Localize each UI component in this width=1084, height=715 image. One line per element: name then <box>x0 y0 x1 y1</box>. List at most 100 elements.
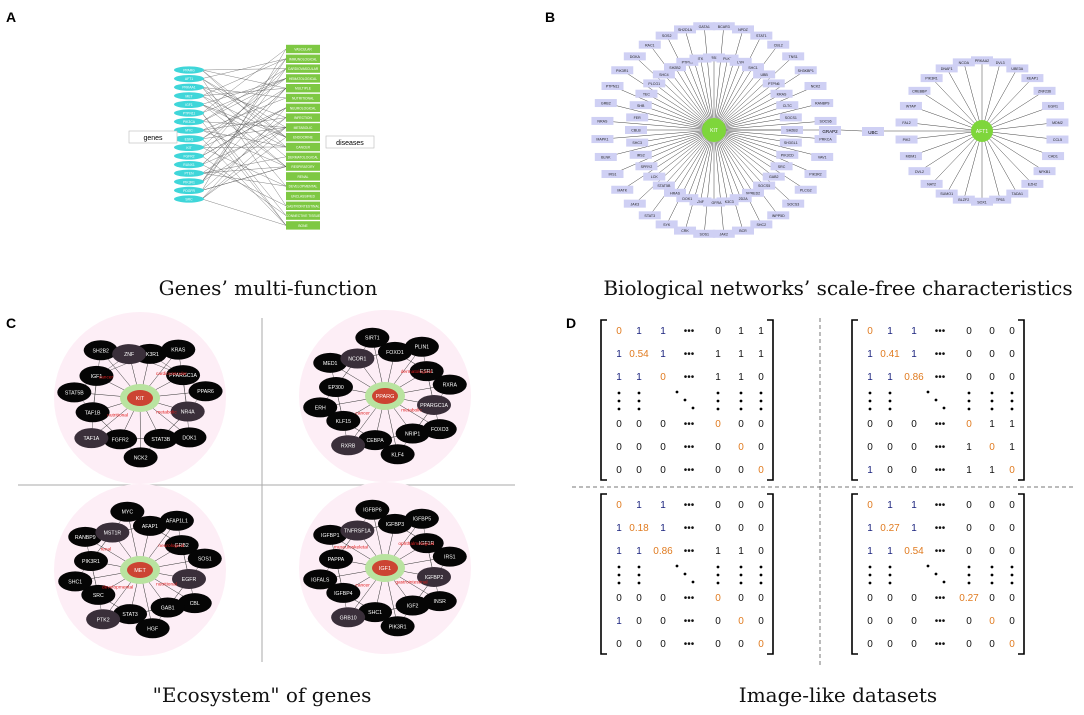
center-gene-label: KIT <box>136 396 145 402</box>
matrix-cell: 0 <box>636 639 642 650</box>
gene-node-label: ESR1 <box>185 137 194 141</box>
matrix-cell: 1 <box>738 326 744 337</box>
matrix-right-bracket <box>1018 319 1025 481</box>
gene-node <box>355 327 390 348</box>
ecosystem: PIK3R1KRASPPARGC1APPAR6NR4ADOK1STAT3BNCK… <box>54 312 226 484</box>
network-node <box>652 181 675 190</box>
disease-category-label: dermatological <box>401 369 432 375</box>
network-node-label: NRAS <box>597 120 608 124</box>
matrix-cell: ••• <box>935 442 946 453</box>
gene-node <box>380 616 415 637</box>
disease-node-label: IMMUNOLOGICAL <box>289 57 317 61</box>
matrix-ellipsis-dot <box>759 565 763 569</box>
network-node <box>626 138 649 147</box>
matrix-ellipsis-dot <box>716 399 720 403</box>
matrix-cell: 0 <box>867 500 873 511</box>
matrix-cell: 1 <box>1009 419 1015 430</box>
network-node-label: SPRY2 <box>641 165 653 169</box>
matrix-cell: 0 <box>758 465 764 476</box>
bipartite-edge <box>201 78 287 139</box>
panel-c-gene-ecosystems: PIK3R1KRASPPARGC1APPAR6NR4ADOK1STAT3BNCK… <box>18 310 515 662</box>
bipartite-edge <box>201 78 287 122</box>
bipartite-edge <box>201 69 287 89</box>
panel-b-letter: B <box>545 9 555 25</box>
matrix-cell: ••• <box>684 419 695 430</box>
network-edge <box>684 129 715 231</box>
matrix-ellipsis-dot <box>617 565 621 569</box>
network-edge <box>674 129 715 193</box>
bridge-label-ubc: UBC <box>868 130 878 135</box>
disease-node <box>286 172 320 181</box>
matrix-right-bracket <box>1018 493 1025 655</box>
disease-node <box>286 182 320 191</box>
matrix-ellipsis-dot <box>967 391 971 395</box>
network-node-label: HRAS <box>670 191 681 195</box>
network-node-label: MAPK1 <box>596 138 608 142</box>
matrix-cell: 0 <box>660 465 666 476</box>
bipartite-edge <box>201 112 287 216</box>
network-node-label: SH2B3 <box>786 129 797 133</box>
disease-node-label: RESPIRATORY <box>291 165 315 169</box>
gene-nodes: PPARGAFT1PRKAA1METIGF1PTPN11PIK3CAMYCESR… <box>174 66 204 203</box>
matrix-cell: 1 <box>636 372 642 383</box>
disease-node <box>286 64 320 73</box>
matrix-cell: 0 <box>758 442 764 453</box>
matrix-ellipsis-dot <box>868 391 872 395</box>
network-edge <box>981 130 1058 140</box>
gene-node-label: KLF15 <box>336 419 351 425</box>
matrix-left-bracket <box>600 493 607 655</box>
gene-node <box>174 195 204 203</box>
network-node-label: CAD1 <box>1048 155 1058 159</box>
matrix-cell: ••• <box>935 465 946 476</box>
matrix-ellipsis-dot <box>888 581 892 585</box>
disease-category-label: musculoskeletal <box>334 545 368 551</box>
gene-node <box>86 609 121 630</box>
matrix-cell: 1 <box>887 372 893 383</box>
matrix-ellipsis-dot <box>888 565 892 569</box>
network-node-label: BLZF2 <box>958 198 969 202</box>
disease-category-label: metabolic <box>401 408 422 414</box>
network-node-label: ZNF <box>697 200 705 204</box>
disease-node <box>286 201 320 210</box>
gene-node-label: SRC <box>185 198 193 202</box>
bipartite-edge <box>201 87 287 187</box>
gene-node <box>74 428 109 449</box>
gene-node <box>331 607 366 628</box>
network-node <box>676 194 699 203</box>
bridge-label-grap2: GRAP2 <box>822 129 838 134</box>
network-edge <box>700 129 715 202</box>
matrix-cell: 0 <box>887 639 893 650</box>
bipartite-edge <box>201 121 287 226</box>
network-edge <box>713 129 782 167</box>
network-edge <box>713 85 816 131</box>
matrix-ellipsis-dot <box>759 391 763 395</box>
gene-node-label: IGF1 <box>185 103 193 107</box>
matrix-cell: 0 <box>715 616 721 627</box>
matrix-diagonal-dot <box>683 398 687 402</box>
matrix-ellipsis-dot <box>868 581 872 585</box>
network-edge <box>713 35 762 131</box>
matrix-cell: 1 <box>887 500 893 511</box>
network-node <box>601 170 624 179</box>
network-node <box>655 31 678 40</box>
matrix-cell: 0 <box>636 465 642 476</box>
center-gene-node <box>372 560 398 576</box>
matrix-left-bracket <box>851 319 858 481</box>
network-edge <box>963 130 983 200</box>
network-edge <box>713 129 779 216</box>
hub-kit-label: KIT <box>710 128 718 134</box>
network-node-label: ITK <box>698 57 704 61</box>
matrix-cell: ••• <box>935 523 946 534</box>
disease-node <box>286 221 320 230</box>
bipartite-edge <box>201 78 287 105</box>
network-node-label: EGR1 <box>1048 105 1058 109</box>
network-node-label: NPDZ <box>738 28 749 32</box>
gene-node <box>404 508 439 529</box>
disease-node <box>286 123 320 132</box>
panel-d-letter: D <box>566 315 576 331</box>
ecosystem: IGFBP3IGFBP5IGF1RIRS1IGFBP2INSRIGF2PIK3R… <box>299 482 471 654</box>
center-gene-label: MET <box>134 568 146 574</box>
diseases-legend-box <box>325 135 375 149</box>
network-node <box>1033 167 1056 176</box>
matrix-cell: 1 <box>911 523 917 534</box>
